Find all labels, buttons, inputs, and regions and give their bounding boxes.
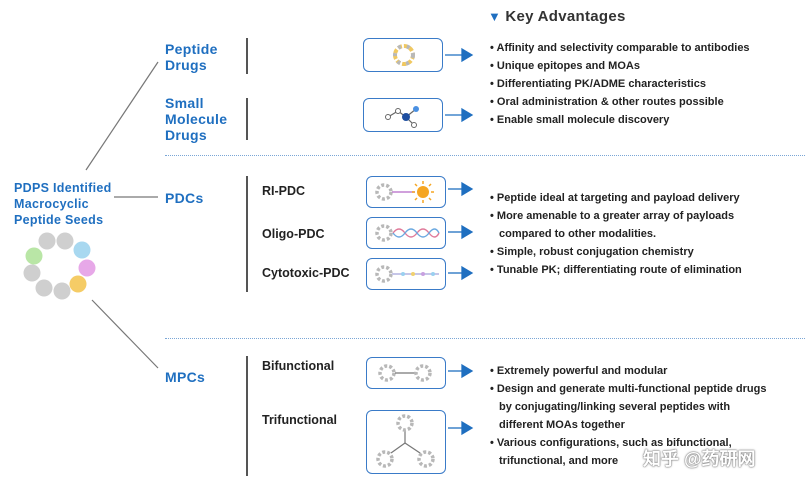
- seed-circle: [35, 279, 53, 297]
- section-separator: [165, 338, 805, 339]
- trifunctional-box: [366, 410, 446, 474]
- advantage-item-continuation: compared to other modalities.: [499, 228, 657, 240]
- advantage-item: • Simple, robust conjugation chemistry: [490, 246, 694, 258]
- seed-circle: [25, 247, 43, 265]
- seed-circle: [78, 259, 96, 277]
- key-advantages-title: Key Advantages: [505, 8, 626, 25]
- pdc-type-oligo: Oligo-PDC: [262, 227, 325, 241]
- arrow-right-icon: [448, 265, 474, 281]
- mpc-type-trifunctional: Trifunctional: [262, 413, 337, 427]
- arrow-right-icon: [448, 363, 474, 379]
- category-pdcs: PDCs: [165, 190, 204, 206]
- seeds-label: PDPS Identified Macrocyclic Peptide Seed…: [14, 180, 134, 228]
- advantages-mpcs: • Extremely powerful and modular • Desig…: [490, 362, 766, 470]
- category-peptide-drugs: Peptide Drugs: [165, 41, 218, 73]
- category-small-molecule-drugs: Small Molecule Drugs: [165, 95, 227, 143]
- bifunctional-box: [366, 357, 446, 389]
- trifunctional-peptide-icon: [376, 414, 435, 468]
- advantage-item: • Unique epitopes and MOAs: [490, 60, 640, 72]
- category-mpcs: MPCs: [165, 369, 205, 385]
- advantage-item: • More amenable to a greater array of pa…: [490, 210, 735, 222]
- seed-circle: [73, 241, 91, 259]
- arrow-right-icon: [448, 224, 474, 240]
- macrocycle-seeds-graphic: [23, 232, 96, 300]
- section-separator: [165, 155, 805, 156]
- seed-circle: [56, 232, 74, 250]
- seed-circle: [69, 275, 87, 293]
- bifunctional-peptide-icon: [378, 364, 432, 382]
- divider-bar: [246, 98, 248, 140]
- arrow-right-icon: [448, 420, 474, 436]
- advantage-item-continuation: by conjugating/linking several peptides …: [499, 401, 731, 413]
- ri-pdc-box: [366, 176, 446, 208]
- divider-bar: [246, 356, 248, 476]
- small-molecule-box: [363, 98, 443, 132]
- seeds-label-line: Macrocyclic: [14, 197, 89, 211]
- advantage-item: • Tunable PK; differentiating route of e…: [490, 264, 742, 276]
- peptide-ring-icon: [393, 44, 415, 66]
- category-label-line: Small: [165, 95, 204, 111]
- advantage-item: • Various configurations, such as bifunc…: [490, 437, 732, 449]
- advantage-item: • Oral administration & other routes pos…: [490, 96, 724, 108]
- category-label-line: Molecule: [165, 111, 228, 127]
- arrow-right-icon: [448, 181, 474, 197]
- advantage-item-continuation: different MOAs together: [499, 419, 625, 431]
- seeds-label-line: PDPS Identified: [14, 181, 112, 195]
- arrow-right-icon: [445, 107, 474, 123]
- cytotoxic-pdc-box: [366, 258, 446, 290]
- advantage-item: • Extremely powerful and modular: [490, 365, 668, 377]
- molecule-icon: [385, 106, 419, 128]
- mpc-type-bifunctional: Bifunctional: [262, 359, 335, 373]
- triangle-down-icon: ▼: [488, 9, 501, 24]
- advantage-item: • Enable small molecule discovery: [490, 114, 670, 126]
- arrow-right-icon: [445, 47, 474, 63]
- oligonucleotide-conjugate-icon: [375, 224, 440, 242]
- cytotoxic-conjugate-icon: [375, 265, 439, 283]
- advantage-item: • Design and generate multi-functional p…: [490, 383, 767, 395]
- seeds-label-line: Peptide Seeds: [14, 213, 104, 227]
- category-label-line: Drugs: [165, 127, 207, 143]
- oligo-pdc-box: [366, 217, 446, 249]
- radioisotope-conjugate-icon: [375, 181, 434, 203]
- watermark: 知乎 @药研网: [643, 449, 756, 469]
- pdc-type-ri: RI-PDC: [262, 184, 306, 198]
- advantages-drugs: • Affinity and selectivity comparable to…: [490, 39, 750, 129]
- category-label-line: Drugs: [165, 57, 207, 73]
- advantage-item-continuation: trifunctional, and more: [499, 455, 619, 467]
- seed-circle: [38, 232, 56, 250]
- category-label-line: PDCs: [165, 190, 204, 206]
- advantage-item: • Differentiating PK/ADME characteristic…: [490, 78, 706, 90]
- advantage-item: • Peptide ideal at targeting and payload…: [490, 192, 740, 204]
- divider-bar: [246, 176, 248, 292]
- category-label-line: Peptide: [165, 41, 218, 57]
- advantage-item: • Affinity and selectivity comparable to…: [490, 42, 750, 54]
- advantages-pdcs: • Peptide ideal at targeting and payload…: [490, 189, 742, 279]
- divider-bar: [246, 38, 248, 74]
- seed-circle: [53, 282, 71, 300]
- key-advantages-header: ▼ Key Advantages: [488, 8, 626, 26]
- category-label-line: MPCs: [165, 369, 206, 385]
- seed-circle: [23, 264, 41, 282]
- peptide-drug-box: [363, 38, 443, 72]
- pdc-type-cytotoxic: Cytotoxic-PDC: [262, 266, 350, 280]
